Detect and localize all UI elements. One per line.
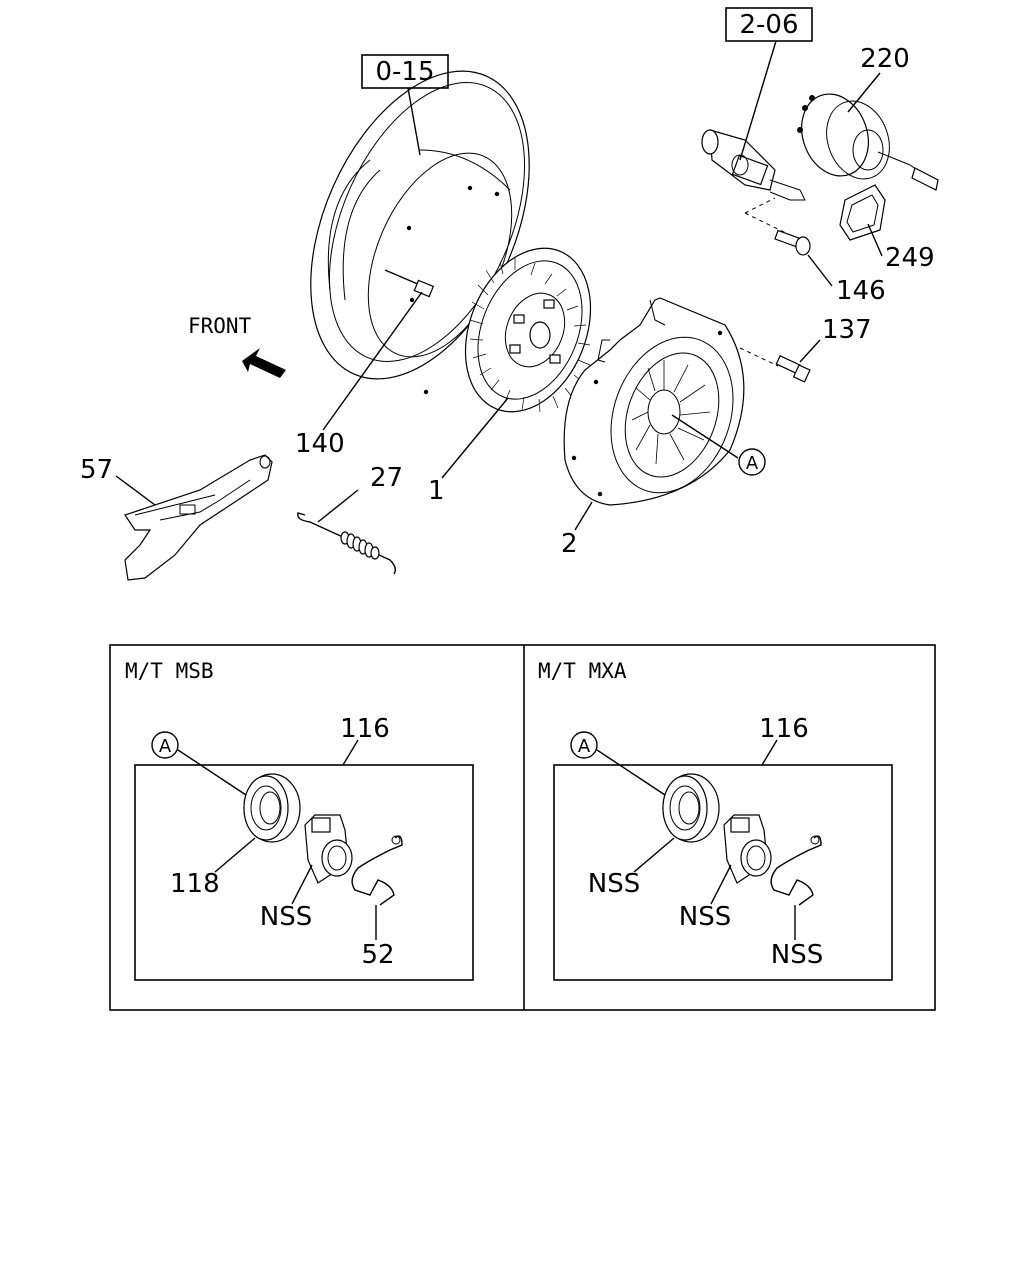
assembly-box (134, 764, 474, 981)
part-140-label: 140 (295, 429, 345, 459)
bolt-146-drawing (774, 229, 811, 256)
bolt-137-drawing (739, 347, 811, 383)
release-bearing-drawing (243, 773, 301, 843)
callout-a-marker (151, 731, 179, 759)
callout-a-marker (738, 448, 766, 476)
slave-cylinder-drawing (304, 814, 353, 884)
variant-assembly-number: 116 (340, 714, 390, 744)
variant-panel-msb: M/T MSB 116 A 118 NSS 52 (125, 659, 474, 981)
part-1-label: 1 (428, 476, 445, 506)
variant-bearing-label: 118 (170, 869, 220, 899)
variant-panel-mxa: M/T MXA 116 A NSS NSS NSS (538, 659, 893, 981)
part-27-label: 27 (370, 463, 403, 493)
spring-27-drawing (297, 512, 397, 575)
ref-flywheel-label: 0-15 (375, 57, 434, 87)
variant-slave-label: NSS (260, 902, 312, 932)
variant-clip-label: NSS (771, 940, 823, 970)
callout-a-marker (570, 731, 598, 759)
variants-frame (109, 644, 936, 1011)
retaining-clip-drawing (770, 835, 822, 906)
release-bearing-drawing (662, 773, 720, 843)
variant-clip-label: 52 (361, 940, 394, 970)
part-220-label: 220 (860, 44, 910, 74)
part-249-label: 249 (885, 243, 935, 273)
gasket-249-drawing (839, 184, 886, 241)
part-146-label: 146 (836, 276, 886, 306)
variant-bearing-label: NSS (588, 869, 640, 899)
part-2-label: 2 (561, 529, 578, 559)
release-fork-drawing (124, 454, 273, 581)
variant-marker: A (159, 736, 172, 757)
ref-box-master-cylinder (725, 7, 813, 42)
variant-slave-label: NSS (679, 902, 731, 932)
variant-assembly-number: 116 (759, 714, 809, 744)
ref-master-cylinder-label: 2-06 (739, 10, 798, 40)
callout-a-text: A (746, 453, 759, 474)
variant-marker: A (578, 736, 591, 757)
ref-box-flywheel (361, 54, 449, 89)
assembly-box (553, 764, 893, 981)
clutch-disc-drawing (464, 247, 592, 413)
front-arrow-icon (242, 348, 286, 378)
slave-cylinder-drawing (723, 814, 772, 884)
dowel-pin-140-drawing (384, 269, 435, 298)
variant-title: M/T MSB (125, 659, 214, 683)
pressure-plate-drawing (563, 297, 745, 506)
part-137-label: 137 (822, 315, 872, 345)
retaining-clip-drawing (351, 835, 403, 906)
front-label: FRONT (188, 314, 252, 338)
booster-220-drawing (797, 93, 939, 191)
variant-title: M/T MXA (538, 659, 627, 683)
part-57-label: 57 (80, 455, 113, 485)
master-cylinder-drawing (701, 129, 806, 236)
